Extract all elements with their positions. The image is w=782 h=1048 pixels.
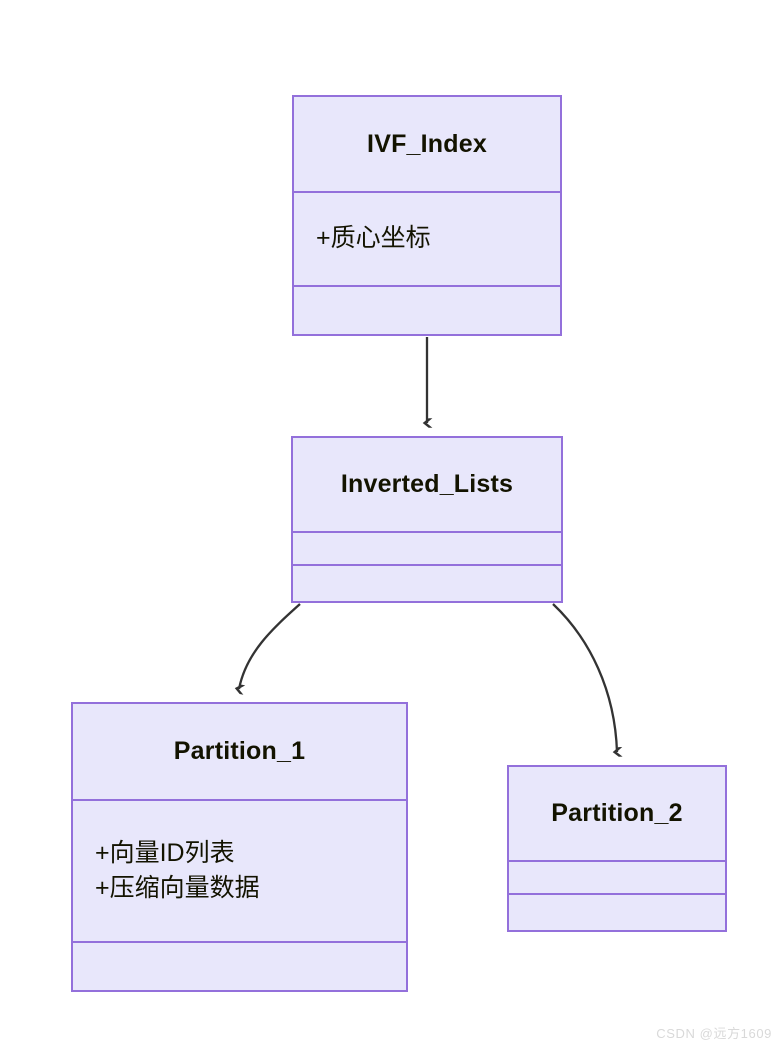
edge-invertedlists-to-partition2 (552, 603, 623, 757)
class-title-partition-1: Partition_1 (73, 704, 406, 799)
class-title-ivf-index: IVF_Index (294, 97, 560, 191)
class-methods-partition-1 (73, 941, 406, 989)
class-attributes-partition-1: +向量ID列表 +压缩向量数据 (73, 799, 406, 941)
attribute-item: +压缩向量数据 (95, 874, 260, 902)
class-title-inverted-lists: Inverted_Lists (293, 438, 561, 531)
edge-invertedlists-to-partition1 (234, 603, 301, 695)
class-box-inverted-lists[interactable]: Inverted_Lists (291, 436, 563, 603)
class-attributes-ivf-index: +质心坐标 (294, 191, 560, 285)
class-box-partition-2[interactable]: Partition_2 (507, 765, 727, 932)
class-attributes-partition-2 (509, 860, 725, 893)
class-box-partition-1[interactable]: Partition_1 +向量ID列表 +压缩向量数据 (71, 702, 408, 992)
class-methods-inverted-lists (293, 564, 561, 600)
class-attributes-inverted-lists (293, 531, 561, 564)
csdn-watermark: CSDN @远方1609 (656, 1026, 772, 1041)
class-box-ivf-index[interactable]: IVF_Index +质心坐标 (292, 95, 562, 336)
class-methods-partition-2 (509, 893, 725, 929)
attribute-item: +质心坐标 (316, 224, 431, 253)
attribute-item: +向量ID列表 (95, 838, 235, 867)
class-title-partition-2: Partition_2 (509, 767, 725, 860)
class-methods-ivf-index (294, 285, 560, 333)
